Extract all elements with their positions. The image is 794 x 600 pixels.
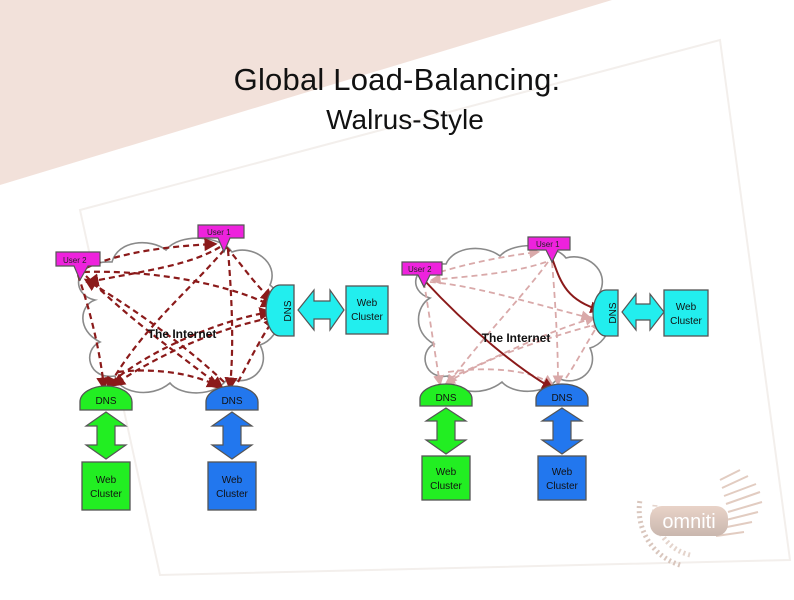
- dns-right-node: DNS: [265, 284, 295, 337]
- user1-node: User 1: [197, 224, 245, 254]
- logo-text: omniti: [662, 511, 715, 533]
- cluster-green-label-1: Web: [96, 475, 117, 486]
- arrow-dns-green-dns-right: [111, 307, 273, 383]
- cluster-right-label-1: Web: [357, 298, 378, 309]
- solid-arrow-user2-dns: [423, 279, 555, 390]
- faded-arrow-1: [429, 281, 593, 322]
- user1-label: User 1: [207, 228, 231, 237]
- dns-right-node-right: DNS: [592, 289, 619, 337]
- logo-swirl-icon: [636, 499, 681, 568]
- cluster-right-label-right-2: Cluster: [670, 316, 702, 327]
- internet-label: The Internet: [148, 327, 217, 341]
- internet-cloud-right: [414, 244, 613, 393]
- omniti-logo: omniti: [636, 469, 763, 568]
- cluster-green-label-right-1: Web: [436, 467, 457, 478]
- dns-right-label-right: DNS: [608, 302, 619, 323]
- cluster-green-node: Web Cluster: [81, 461, 131, 511]
- arrow-dns-right-dns-green: [111, 316, 271, 387]
- arrow-dns-blue-user2: [83, 278, 225, 383]
- dns-green-node: DNS: [79, 385, 133, 411]
- cluster-right-label-2: Cluster: [351, 312, 383, 323]
- internet-label-right: The Internet: [482, 331, 551, 345]
- dns-right-label: DNS: [283, 300, 294, 321]
- user2-node-right: User 2: [401, 261, 443, 289]
- cluster-blue-label-2: Cluster: [216, 489, 248, 500]
- faded-arrow-10: [429, 261, 547, 285]
- dns-blue-label: DNS: [221, 396, 242, 407]
- faded-arrow-4: [551, 261, 564, 387]
- cluster-right-node-right: Web Cluster: [663, 289, 709, 337]
- arrow-dns-blue-cluster-right: [539, 407, 585, 455]
- user1-node-right: User 1: [527, 236, 571, 264]
- cluster-green-node-right: Web Cluster: [421, 455, 471, 501]
- arrow-dns-green-cluster: [84, 411, 128, 460]
- dns-blue-node: DNS: [205, 385, 259, 411]
- arrow-user1-dns-green: [106, 249, 225, 391]
- arrow-user2-dns-green: [76, 274, 110, 391]
- cluster-green-label-2: Cluster: [90, 489, 122, 500]
- arrow-user2-dns-blue: [85, 275, 225, 390]
- arrow-user1-dns-left: [85, 246, 221, 287]
- cluster-green-label-right-2: Cluster: [430, 481, 462, 492]
- arrow-dns-green-cluster-right: [423, 407, 469, 455]
- user2-label: User 2: [63, 256, 87, 265]
- dns-blue-label-right: DNS: [551, 393, 572, 404]
- cluster-blue-label-right-1: Web: [552, 467, 573, 478]
- cluster-right-node: Web Cluster: [345, 285, 389, 335]
- cluster-blue-node-right: Web Cluster: [537, 455, 587, 501]
- dns-green-label-right: DNS: [435, 393, 456, 404]
- arrow-dns-green-dns-blue: [117, 369, 221, 388]
- faded-arrow-7: [444, 325, 591, 386]
- user2-label-right: User 2: [408, 265, 432, 274]
- faded-arrow-6: [565, 320, 602, 379]
- cluster-right-label-right-1: Web: [676, 302, 697, 313]
- user1-label-right: User 1: [536, 240, 560, 249]
- cluster-blue-label-right-2: Cluster: [546, 481, 578, 492]
- arrow-dns-right-cluster: [297, 288, 345, 332]
- dns-green-label: DNS: [95, 396, 116, 407]
- faded-arrow-9: [447, 368, 554, 386]
- user2-node: User 2: [55, 251, 101, 282]
- arrow-user2-dns-right: [83, 270, 275, 308]
- slide-title: Global Load-Balancing:: [233, 62, 561, 97]
- cluster-blue-node: Web Cluster: [207, 461, 257, 511]
- dns-green-node-right: DNS: [419, 383, 473, 407]
- faded-arrow-2: [423, 281, 444, 387]
- right-diagram: The Internet User 1 User 2 DNS Web Clust…: [401, 236, 709, 501]
- left-diagram: The Internet User 1 User 2 DNS Web Clust…: [55, 224, 389, 511]
- faded-arrow-8: [439, 247, 541, 273]
- dns-blue-node-right: DNS: [535, 383, 589, 407]
- slide-subtitle: Walrus-Style: [326, 104, 484, 135]
- arrow-dns-blue-cluster: [210, 411, 254, 460]
- backdrop-shape: [0, 0, 612, 185]
- cluster-blue-label-1: Web: [222, 475, 243, 486]
- solid-arrow-user1-dns: [551, 257, 603, 314]
